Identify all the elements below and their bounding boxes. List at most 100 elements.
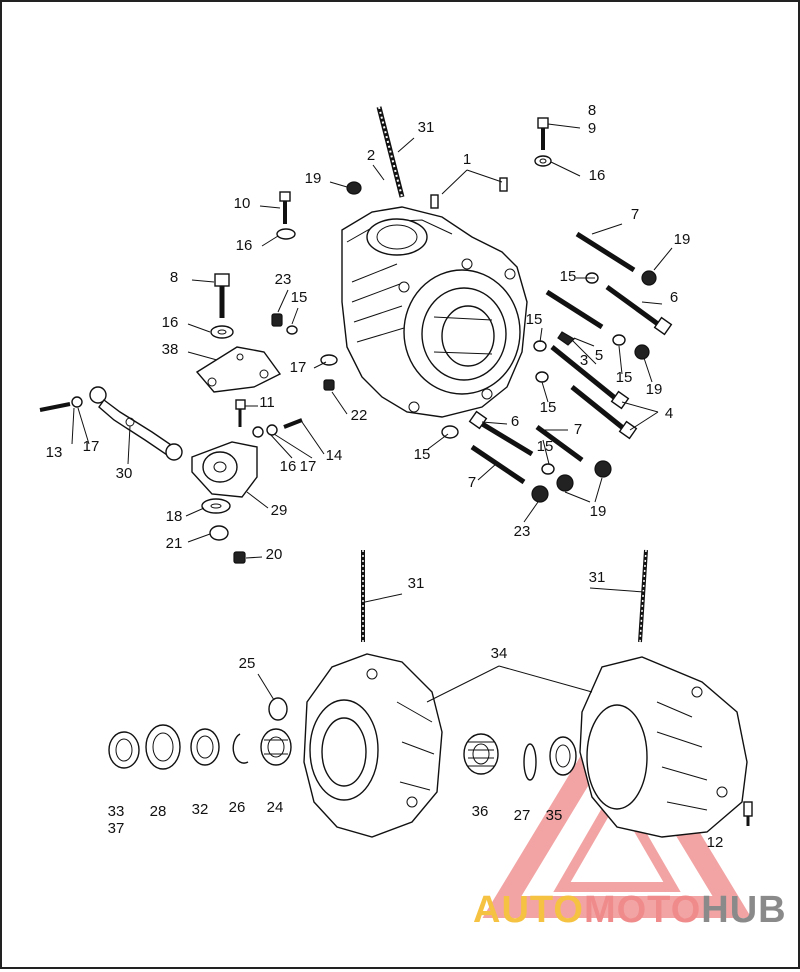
callout-34: 34 <box>491 645 508 662</box>
leader-line <box>547 123 581 129</box>
callout-23: 23 <box>275 271 292 288</box>
callout-4: 4 <box>665 405 673 422</box>
bolt-8-top <box>534 117 552 167</box>
leader-line <box>71 407 75 445</box>
callout-26: 26 <box>229 799 246 816</box>
leader-line <box>259 205 281 209</box>
callout-15: 15 <box>560 268 577 285</box>
callout-37: 37 <box>108 820 125 837</box>
plug-3 <box>557 331 575 346</box>
watermark-moto: MOTO <box>584 889 701 931</box>
watermark-auto: AUTO <box>473 889 584 931</box>
nut-19-right-b <box>634 344 650 360</box>
callout-31: 31 <box>589 569 606 586</box>
leader-lines <box>71 123 673 703</box>
callout-38: 38 <box>162 341 179 358</box>
callout-25: 25 <box>239 655 256 672</box>
leader-line <box>653 247 673 271</box>
nut-19-right-d <box>556 474 574 492</box>
callout-15: 15 <box>291 289 308 306</box>
leader-line <box>594 477 603 503</box>
callout-19: 19 <box>674 231 691 248</box>
leader-line <box>571 339 597 365</box>
leader-line <box>273 433 313 459</box>
leader-line <box>291 307 299 325</box>
watermark-hub: HUB <box>701 889 786 931</box>
callout-35: 35 <box>546 807 563 824</box>
nut-23-left <box>271 313 283 327</box>
callout-15: 15 <box>537 438 554 455</box>
callout-16: 16 <box>162 314 179 331</box>
nut-23-right <box>531 485 549 503</box>
callout-16: 16 <box>280 458 297 475</box>
bolts-right-group <box>468 231 673 485</box>
leader-line <box>426 665 500 703</box>
callout-30: 30 <box>116 465 133 482</box>
nut-19-right-c <box>594 460 612 478</box>
leader-line <box>301 421 325 455</box>
bolt-8-left <box>210 273 234 339</box>
sensor-12 <box>743 801 753 826</box>
bolt-10 <box>276 191 296 240</box>
callout-19: 19 <box>646 381 663 398</box>
callout-17: 17 <box>83 438 100 455</box>
leader-line <box>127 425 131 465</box>
leader-line <box>541 381 549 403</box>
link-rod-30 <box>39 386 183 461</box>
seal-35 <box>549 736 577 776</box>
callout-17: 17 <box>300 458 317 475</box>
leader-line <box>187 351 218 361</box>
callout-8: 8 <box>170 269 178 286</box>
callout-7: 7 <box>631 206 639 223</box>
leader-line <box>427 433 449 450</box>
washers-15-right <box>441 272 626 475</box>
leader-line <box>397 137 415 153</box>
callout-17: 17 <box>290 359 307 376</box>
washer-15-left <box>286 325 298 335</box>
callout-29: 29 <box>271 502 288 519</box>
callout-33: 33 <box>108 803 125 820</box>
o-ring-25 <box>268 697 288 721</box>
leader-line <box>643 357 653 383</box>
callout-24: 24 <box>267 799 284 816</box>
leader-line <box>191 279 215 283</box>
leader-line <box>185 507 205 517</box>
leader-line <box>77 407 90 445</box>
callout-13: 13 <box>46 444 63 461</box>
leader-line <box>441 169 468 195</box>
callout-16: 16 <box>589 167 606 184</box>
svg-text:AUTOMOTOHUB: AUTOMOTOHUB <box>473 889 787 931</box>
stud-31-top <box>376 106 405 198</box>
leader-line <box>245 556 263 559</box>
nut-19-top <box>346 181 362 195</box>
leader-line <box>261 235 279 247</box>
callout-19: 19 <box>305 170 322 187</box>
callout-7: 7 <box>574 421 582 438</box>
callout-31: 31 <box>408 575 425 592</box>
callout-7: 7 <box>468 474 476 491</box>
callout-36: 36 <box>472 803 489 820</box>
callout-6: 6 <box>511 413 519 430</box>
leader-line <box>550 161 581 177</box>
callout-31: 31 <box>418 119 435 136</box>
lower-housing-right <box>579 656 748 838</box>
callout-2: 2 <box>367 147 375 164</box>
leader-line <box>629 411 659 431</box>
leader-line <box>313 361 327 369</box>
leader-line <box>466 169 503 183</box>
bracket-38 <box>195 346 282 393</box>
leader-line <box>364 593 403 603</box>
seal-33 <box>108 731 140 769</box>
callout-15: 15 <box>540 399 557 416</box>
bearing-race-28 <box>145 724 181 770</box>
callout-27: 27 <box>514 807 531 824</box>
stud-31-lower-right <box>638 549 648 643</box>
callout-8: 8 <box>588 102 596 119</box>
callout-12: 12 <box>707 834 724 851</box>
callout-9: 9 <box>588 120 596 137</box>
callout-23: 23 <box>514 523 531 540</box>
leader-line <box>542 439 550 465</box>
upper-crankcase-housing <box>341 206 528 418</box>
